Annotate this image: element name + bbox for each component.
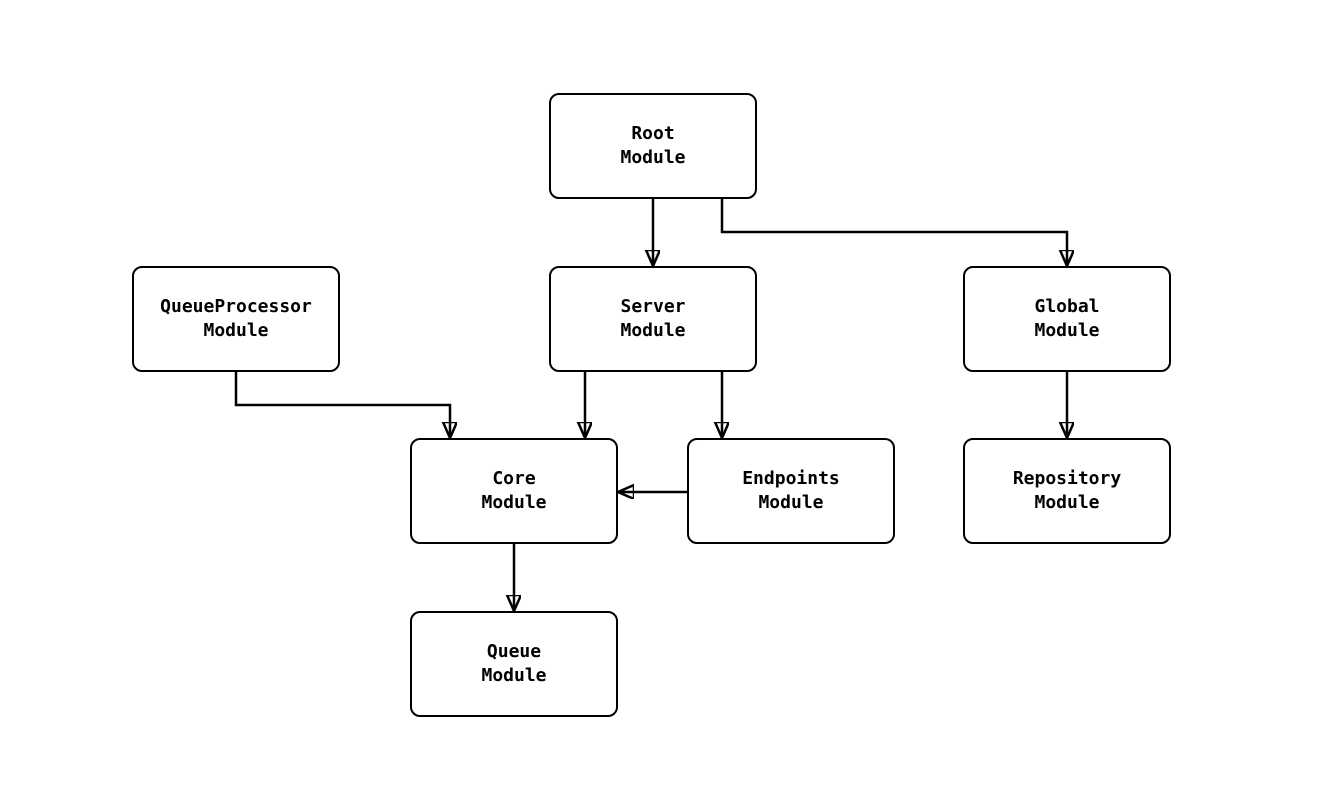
edge-queue-processor-module-to-core-module [234,372,450,438]
node-core-module: Core Module [410,438,618,544]
node-server-module: Server Module [549,266,757,372]
node-endpoints-module: Endpoints Module [687,438,895,544]
node-repository-module: Repository Module [963,438,1171,544]
edge-root-module-to-global-module [720,199,1067,266]
node-core-module-label: Core Module [481,468,547,513]
node-endpoints-module-label: Endpoints Module [742,468,840,513]
node-root-module: Root Module [549,93,757,199]
node-queue-processor-module: QueueProcessor Module [132,266,340,372]
node-repository-module-label: Repository Module [1012,468,1122,513]
node-global-module: Global Module [963,266,1171,372]
node-queue-processor-module-label: QueueProcessor Module [160,296,312,341]
node-queue-module: Queue Module [410,611,618,717]
node-global-module-label: Global Module [1034,296,1100,341]
node-server-module-label: Server Module [620,296,686,341]
node-root-module-label: Root Module [620,123,686,168]
node-queue-module-label: Queue Module [481,641,547,686]
